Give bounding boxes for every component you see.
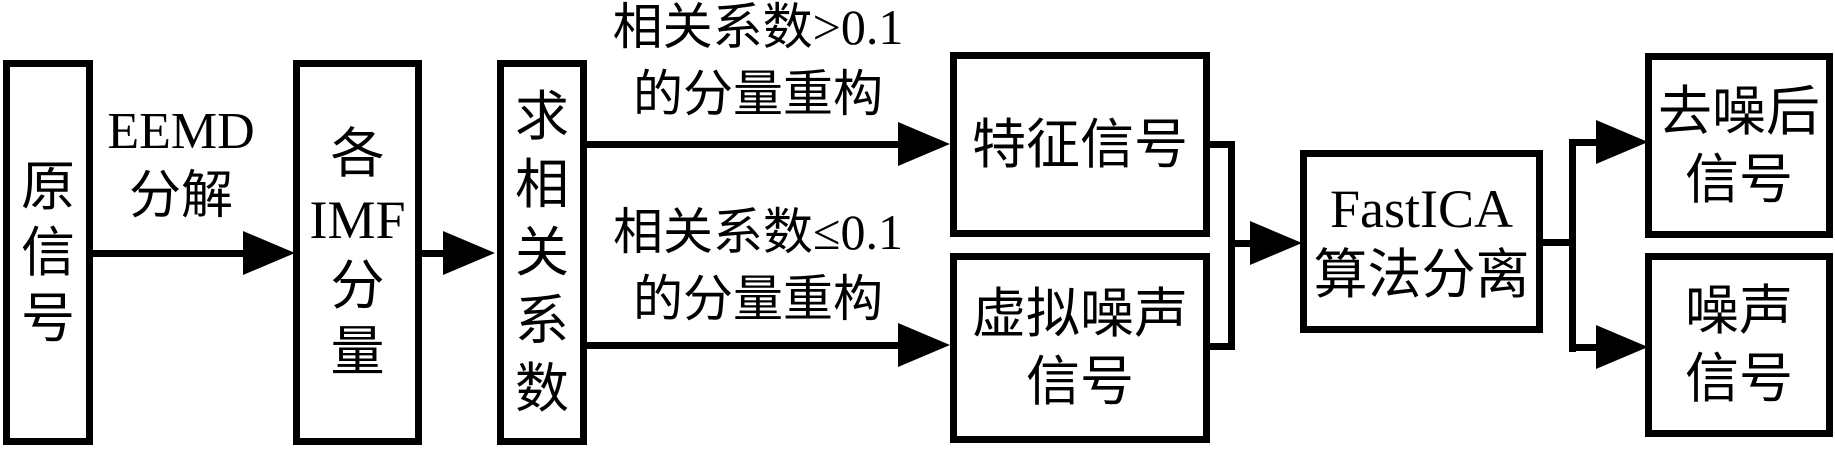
arrow-to-fastica-head-icon <box>1250 221 1302 265</box>
node-correlation-coefficient: 求 相 关 系 数 <box>497 60 587 445</box>
arrow-to-fastica-line <box>1235 240 1250 247</box>
arrow-to-denoised-line <box>1576 139 1596 146</box>
connector-feature-stub <box>1210 141 1235 148</box>
arrow-imf-to-corr-line <box>422 250 443 257</box>
connector-merge-vertical <box>1228 141 1235 350</box>
label-reconstruction-corr-gt-0.1: 相关系数>0.1 的分量重构 <box>612 0 904 122</box>
arrow-low-corr-head-icon <box>898 323 950 367</box>
connector-virtual-noise-stub <box>1210 343 1235 350</box>
arrow-to-denoised-head-icon <box>1596 120 1648 164</box>
label-eemd-decomposition: EEMD 分解 <box>107 103 255 225</box>
arrow-high-corr-line <box>587 141 898 148</box>
connector-fastica-out-stub <box>1543 239 1576 246</box>
arrow-eemd-head-icon <box>243 231 295 275</box>
label-reconstruction-corr-le-0.1: 相关系数≤0.1 的分量重构 <box>613 204 903 327</box>
node-imf-components: 各 IMF 分 量 <box>293 60 422 445</box>
arrow-to-noise-line <box>1576 344 1596 351</box>
arrow-eemd-line <box>93 250 245 257</box>
node-original-signal: 原 信 号 <box>3 60 93 445</box>
arrow-low-corr-line <box>587 342 898 349</box>
node-feature-signal: 特征信号 <box>950 52 1210 237</box>
connector-split-vertical <box>1569 139 1576 352</box>
node-virtual-noise-signal: 虚拟噪声 信号 <box>950 253 1210 443</box>
node-noise-signal: 噪声 信号 <box>1645 253 1833 437</box>
node-denoised-signal: 去噪后 信号 <box>1645 53 1833 238</box>
arrow-to-noise-head-icon <box>1596 325 1648 369</box>
arrow-high-corr-head-icon <box>898 122 950 166</box>
arrow-imf-to-corr-head-icon <box>443 231 495 275</box>
node-fastica-separation: FastICA 算法分离 <box>1300 150 1543 333</box>
